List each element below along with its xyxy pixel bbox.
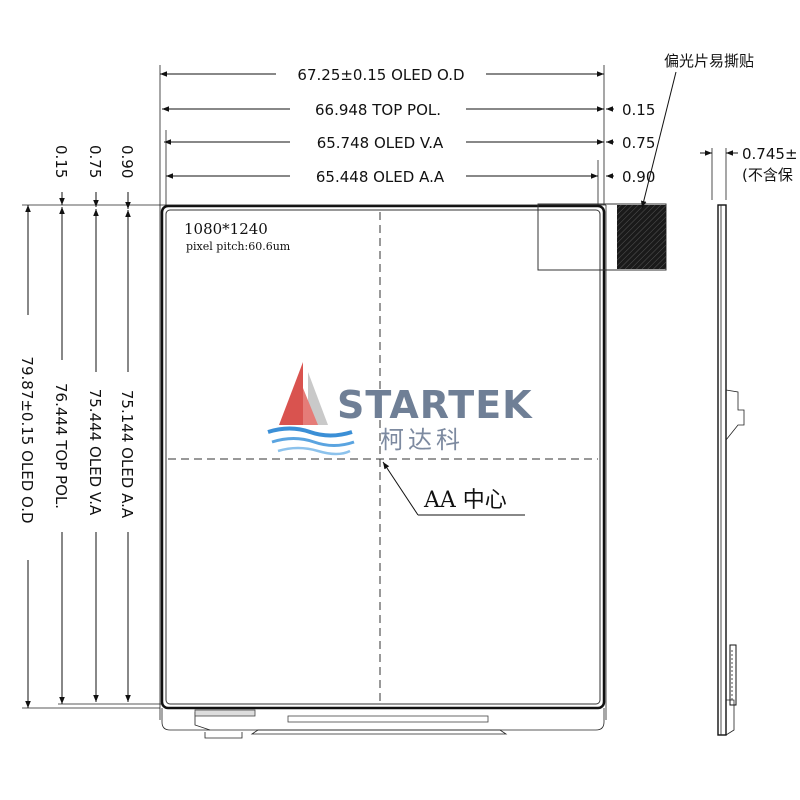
top-offset-aa: 0.90 — [118, 145, 136, 178]
right-offset-aa: 0.90 — [622, 168, 655, 186]
resolution-label: 1080*1240 — [184, 220, 268, 238]
pull-tab-hatch — [617, 205, 666, 269]
thickness-note: (不含保 — [742, 166, 793, 184]
right-offset-pol: 0.15 — [622, 101, 655, 119]
aa-center-crosshair — [168, 212, 598, 702]
logo-sail-red — [279, 362, 303, 425]
pull-tab: 偏光片易撕贴 — [537, 52, 754, 271]
pull-tab-label: 偏光片易撕贴 — [664, 52, 754, 70]
logo-chinese-text: 柯达科 — [380, 426, 464, 454]
aa-height-label: 75.144 OLED A.A — [118, 390, 136, 519]
side-view: 0.745± (不含保 — [700, 145, 798, 736]
top-offset-pol: 0.15 — [52, 145, 70, 178]
aa-center-label: AA 中心 — [423, 488, 507, 513]
top-pol-height-label: 76.444 TOP POL. — [52, 383, 70, 509]
top-offset-dimensions: 0.15 0.75 0.90 — [52, 145, 136, 209]
logo-text: STARTEK — [337, 383, 533, 427]
top-dimensions: 67.25±0.15 OLED O.D 66.948 TOP POL. 65.7… — [159, 65, 605, 205]
thickness-label: 0.745± — [742, 145, 798, 163]
top-pol-width-label: 66.948 TOP POL. — [315, 101, 441, 119]
top-offset-va: 0.75 — [86, 145, 104, 178]
right-offset-va: 0.75 — [622, 134, 655, 152]
pixel-pitch-label: pixel pitch:60.6um — [186, 240, 291, 253]
va-width-label: 65.748 OLED V.A — [317, 134, 444, 152]
aa-center-callout: AA 中心 — [382, 461, 525, 516]
right-offset-dimensions: 0.15 0.75 0.90 — [606, 101, 655, 186]
od-width-label: 67.25±0.15 OLED O.D — [297, 66, 464, 84]
va-height-label: 75.444 OLED V.A — [86, 389, 104, 516]
startek-logo: STARTEK 柯达科 — [267, 362, 533, 456]
aa-width-label: 65.448 OLED A.A — [316, 168, 445, 186]
od-height-label: 79.87±0.15 OLED O.D — [18, 356, 36, 523]
logo-sail-gray — [308, 372, 328, 425]
left-dimensions: 79.87±0.15 OLED O.D 76.444 TOP POL. 75.4… — [18, 204, 162, 709]
panel-outline — [159, 204, 607, 739]
